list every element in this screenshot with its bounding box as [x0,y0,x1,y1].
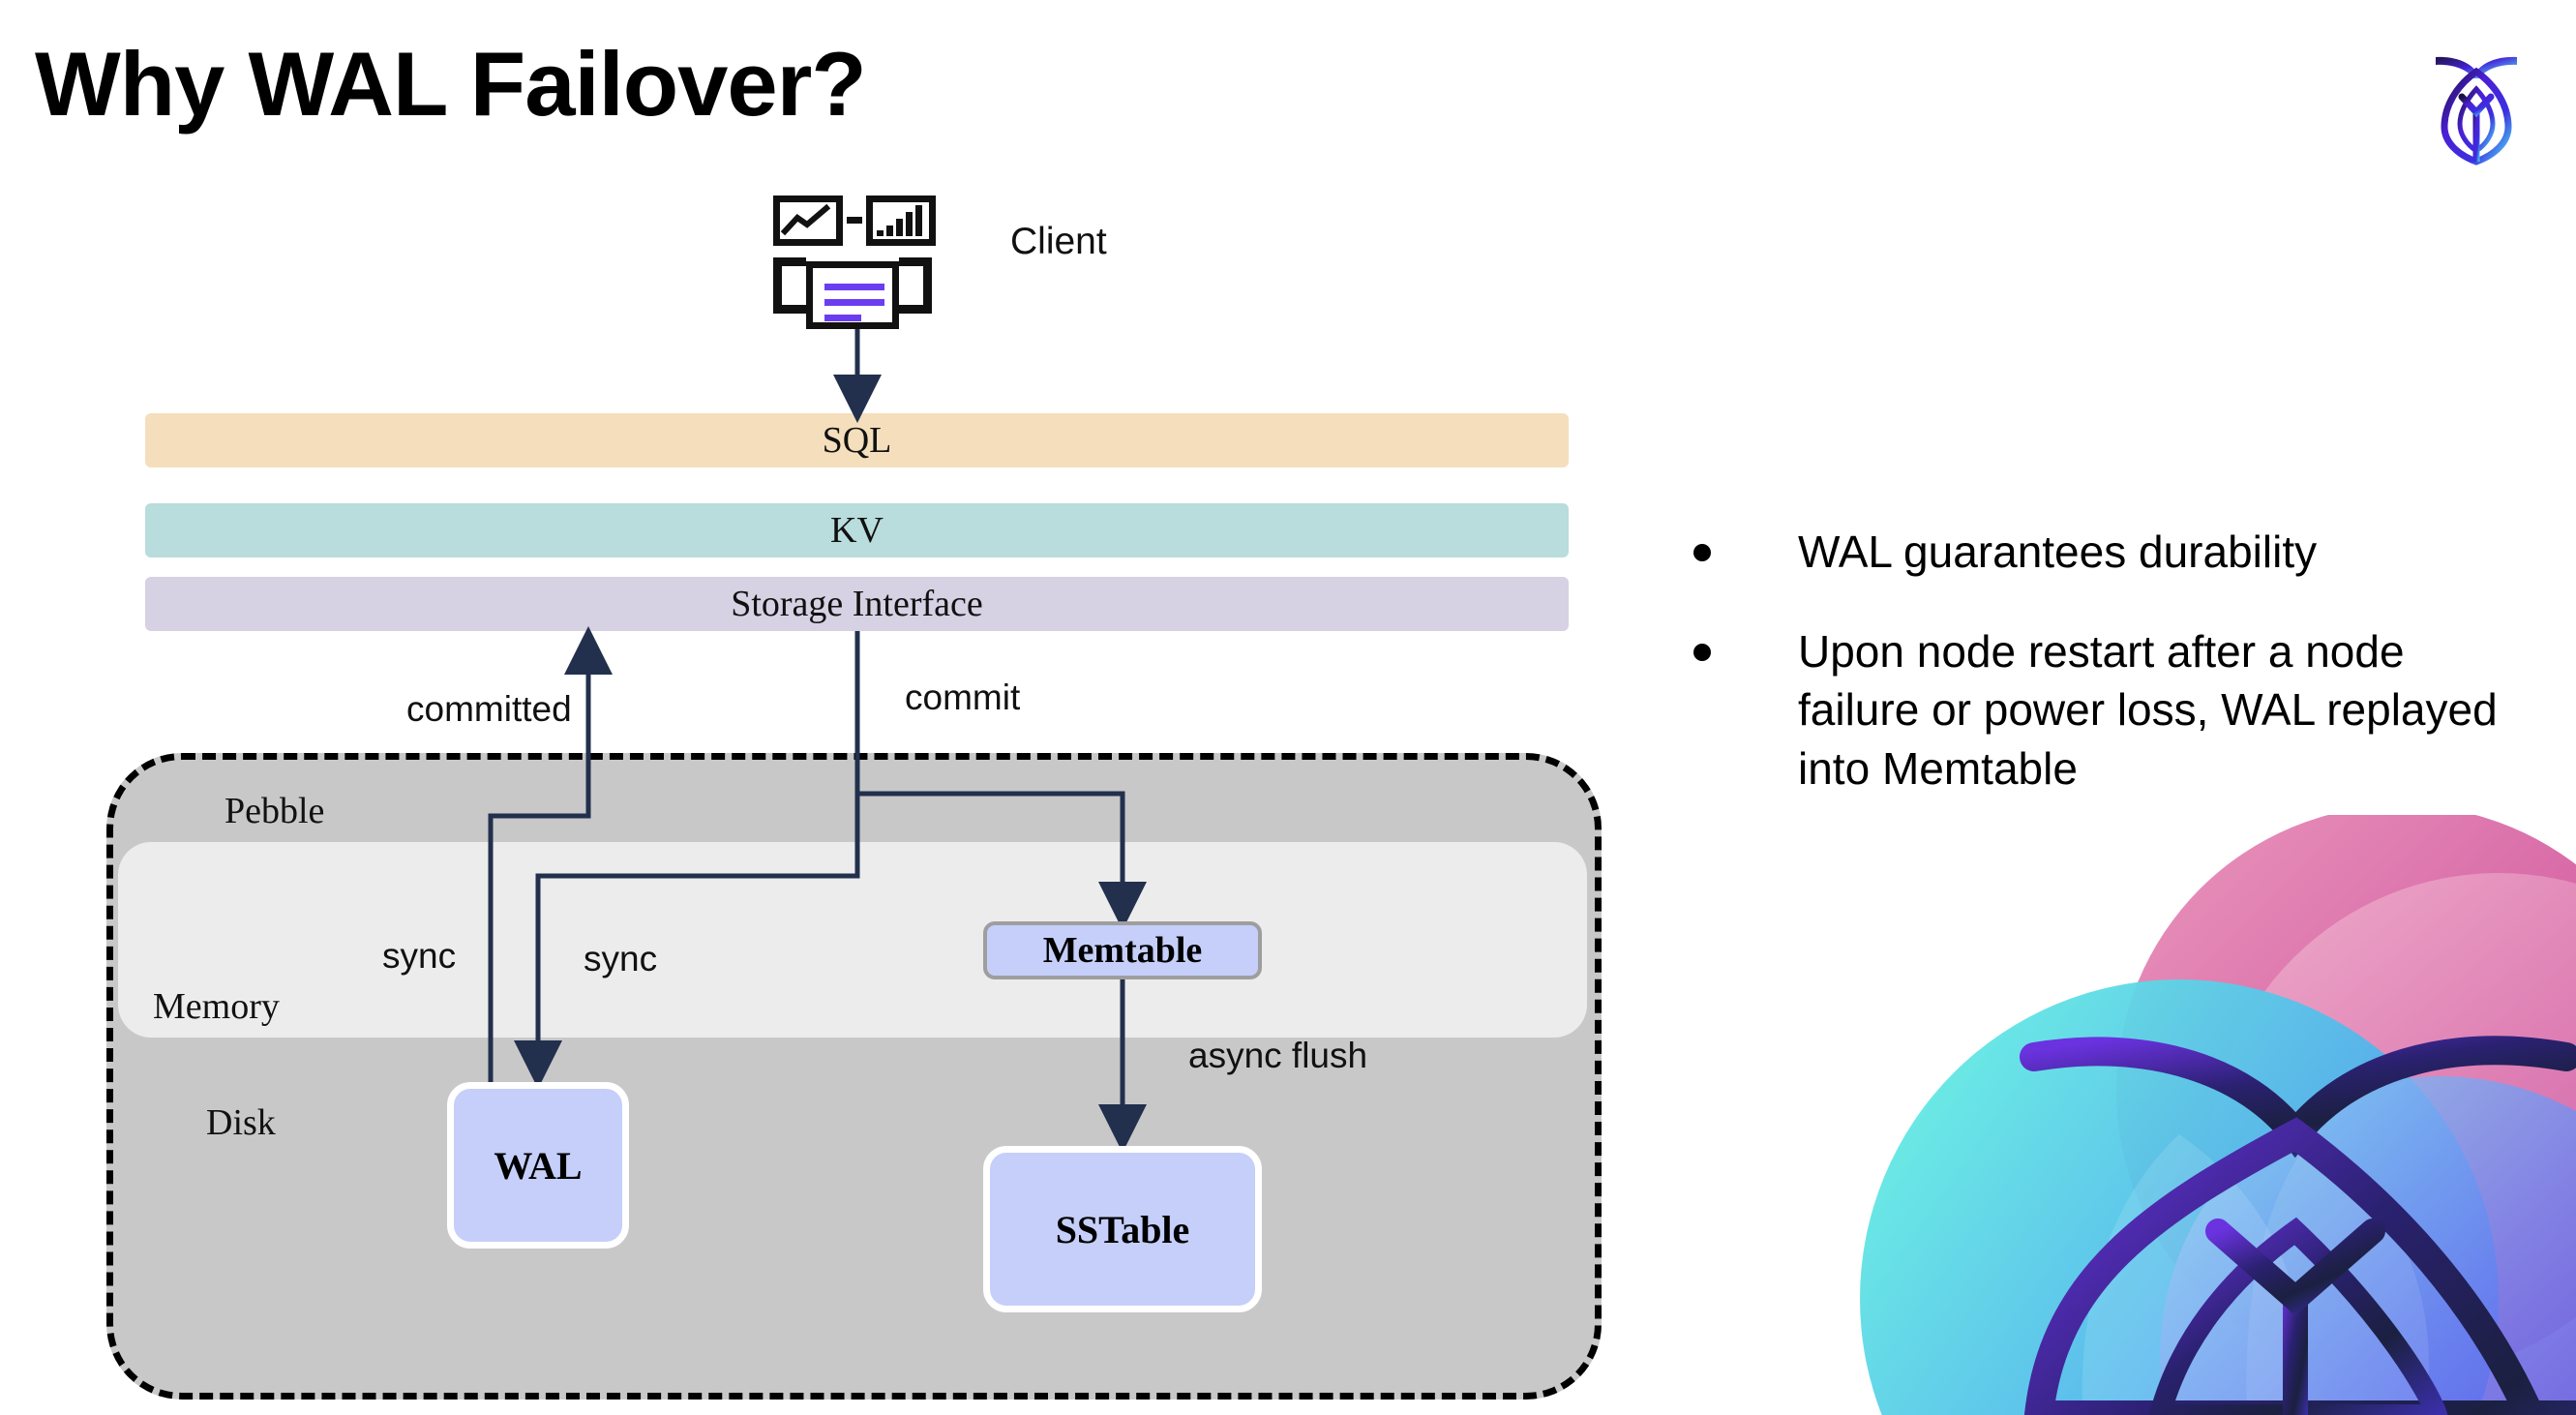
node-memtable: Memtable [983,921,1262,979]
flow-label-sync-1: sync [382,936,457,976]
bullet-dot-icon [1693,544,1711,561]
bullet-dot-icon [1693,643,1711,661]
flow-label-commit: commit [905,677,1021,717]
doc-line-1 [824,284,884,290]
layer-bar-storage-interface: Storage Interface [145,577,1569,631]
bullet-list: WAL guarantees durability Upon node rest… [1693,523,2506,839]
flow-label-async-flush: async flush [1188,1036,1368,1075]
bar-chart-icon [866,196,936,246]
dash-connector-icon [847,217,862,224]
layer-bar-sql: SQL [145,413,1569,467]
node-label-wal: WAL [494,1143,583,1188]
doc-line-3 [824,315,861,321]
memory-zone-panel [118,842,1587,1038]
cockroachdb-logo [2404,33,2549,178]
page-title: Why WAL Failover? [35,33,867,135]
line-chart-icon [773,196,843,246]
pebble-label: Pebble [225,791,325,831]
node-wal: WAL [447,1082,629,1249]
node-label-memtable: Memtable [1042,930,1203,971]
node-label-sstable: SSTable [1055,1207,1190,1251]
memory-label: Memory [153,986,280,1027]
list-item: WAL guarantees durability [1693,523,2506,582]
layer-label-kv: KV [830,510,884,551]
list-item: Upon node restart after a node failure o… [1693,622,2506,798]
layer-label-sql: SQL [822,420,892,461]
node-sstable: SSTable [983,1146,1262,1312]
layer-label-storage-interface: Storage Interface [731,584,983,624]
document-icon [806,261,899,329]
doc-line-2 [824,299,884,306]
client-dashboard-icon [769,192,936,329]
bullet-text-2: Upon node restart after a node failure o… [1798,625,2498,795]
flow-label-committed: committed [406,689,572,729]
bullet-text-1: WAL guarantees durability [1798,527,2318,577]
bracket-left-icon [773,257,806,314]
decorative-brand-graphic [1860,815,2576,1415]
layer-bar-kv: KV [145,503,1569,557]
flow-label-sync-2: sync [584,939,658,978]
bracket-right-icon [899,257,932,314]
client-label: Client [1010,221,1107,262]
disk-label: Disk [206,1102,276,1143]
